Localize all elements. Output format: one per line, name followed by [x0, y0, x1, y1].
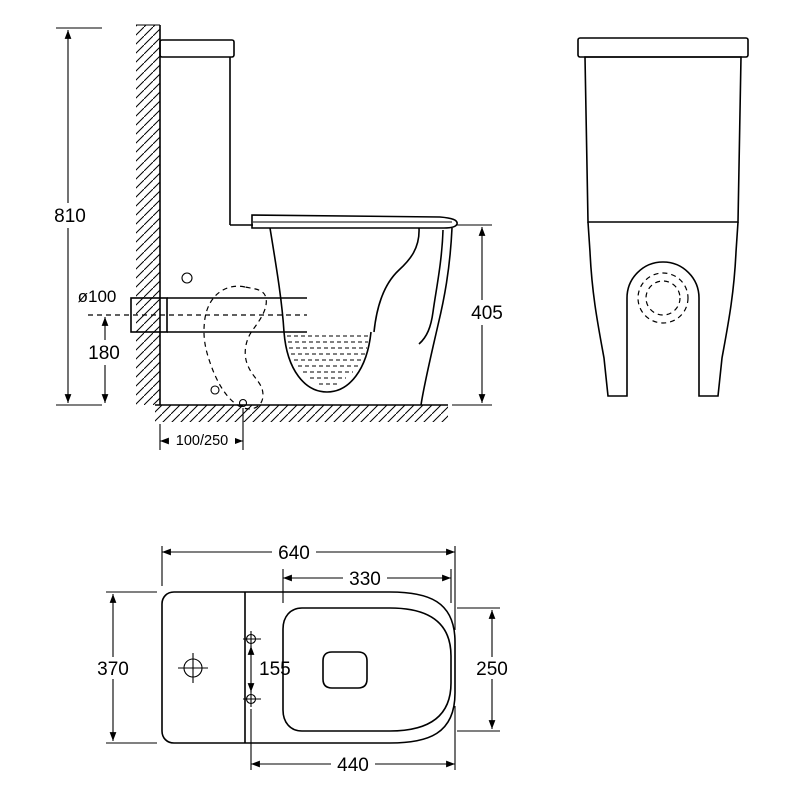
wall-section	[136, 24, 161, 405]
dim-330-label: 330	[349, 569, 381, 590]
dim-405-label: 405	[471, 303, 503, 324]
dim-440-label: 440	[337, 755, 369, 776]
front-outlet-outer-circle	[637, 272, 689, 324]
dim-810-label: 810	[54, 206, 86, 227]
dim-155-label: 155	[259, 659, 291, 680]
dim-810: 810	[46, 27, 102, 406]
front-cistern-lid	[577, 37, 749, 58]
cistern-side	[159, 39, 253, 226]
dim-405: 405	[452, 224, 511, 406]
trapway-outline	[203, 285, 267, 410]
dim-180-label: 180	[88, 343, 120, 364]
floor-section	[155, 404, 448, 422]
dim-outlet-setout: 100/250	[159, 408, 244, 450]
dim-370-label: 370	[97, 659, 129, 680]
top-view: 640 330 370 250 155	[91, 541, 515, 776]
dim-370: 370	[91, 591, 157, 744]
plan-bowl-opening	[322, 651, 368, 689]
dim-640: 640	[161, 541, 456, 630]
plan-flush-button	[178, 653, 208, 683]
dim-440: 440	[250, 706, 456, 776]
front-view	[577, 37, 749, 397]
outlet-pipe-stub	[130, 297, 168, 333]
dim-330: 330	[282, 567, 452, 603]
outlet-diameter-label: ø100	[78, 287, 117, 306]
trap-outer-curve	[418, 229, 444, 345]
front-cistern-body	[584, 56, 742, 223]
dim-155: 155	[247, 646, 291, 692]
dim-250-label: 250	[476, 659, 508, 680]
bowl-bottom-curve	[283, 331, 372, 393]
seat-side	[251, 214, 458, 229]
water-hatch	[287, 335, 369, 385]
trap-inner-curve	[373, 227, 420, 333]
bowl-front-profile	[420, 227, 453, 406]
outlet-center-mark	[238, 398, 248, 408]
wall-hatch	[136, 25, 160, 405]
plan-outline	[161, 591, 456, 744]
floor-hatch	[155, 405, 448, 422]
fixing-hole-side	[181, 272, 193, 284]
trap-detail-hole	[210, 385, 220, 395]
dim-setout-label: 100/250	[176, 433, 228, 449]
side-view: 810 405 180 ø100 100/250	[46, 24, 511, 450]
dim-180: 180	[80, 317, 127, 403]
seat-lid-profile	[251, 214, 458, 229]
front-outlet-inner-circle	[645, 280, 681, 316]
bowl-side	[181, 227, 453, 408]
front-pedestal-body	[587, 221, 739, 397]
front-outlet-circles	[637, 272, 689, 324]
bowl-inner-left	[269, 227, 285, 333]
dim-640-label: 640	[278, 543, 310, 564]
plan-seat-outline	[282, 607, 452, 732]
plan-hinge-marks	[243, 631, 261, 707]
cistern-lid-side	[159, 39, 235, 58]
dim-250: 250	[457, 607, 515, 732]
outlet-pipe	[88, 297, 307, 333]
